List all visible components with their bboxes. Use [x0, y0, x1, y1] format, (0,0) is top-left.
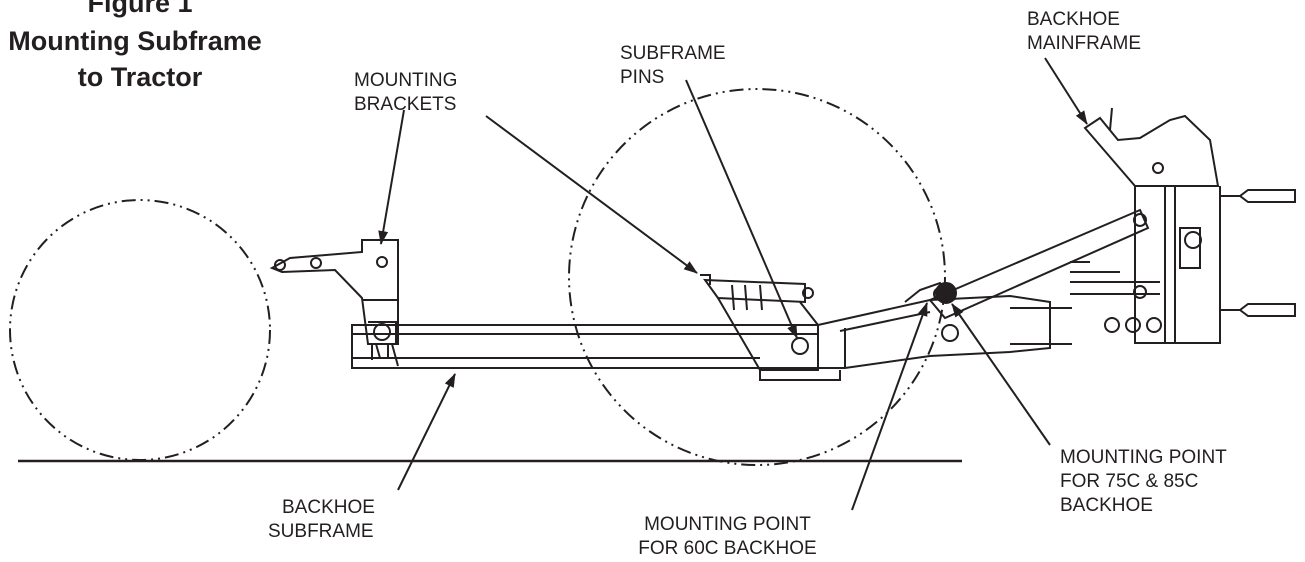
front-mounting-bracket: [269, 239, 399, 367]
figure-title-line-3: to Tractor: [77, 62, 203, 92]
subframe-pins-label-line-1: SUBFRAME: [620, 43, 726, 64]
front-tire-outline: [9, 199, 271, 461]
backhoe-subframe-beam: [351, 324, 819, 369]
subframe-pins-leader: [685, 79, 798, 339]
backhoe-subframe-label-line-1: BACKHOE: [282, 497, 375, 518]
backhoe-subframe-label-line-2: SUBFRAME: [268, 521, 374, 542]
backhoe-mainframe-label-line-2: MAINFRAME: [1027, 33, 1141, 54]
backhoe-subframe-leader: [397, 373, 456, 491]
figure-title-line-1: Figure 1: [87, 0, 193, 18]
subframe-rear-section: [817, 294, 1072, 369]
rear-tire-outline: [568, 88, 946, 466]
subframe-pins-label-line-2: PINS: [620, 67, 665, 88]
mounting-point-60c-leader: [851, 302, 928, 511]
mounting-point-75c-85c-label-line-3: BACKHOE: [1060, 495, 1153, 516]
mounting-point-75c-85c-leader: [951, 303, 1051, 446]
mounting-brackets-label-line-1: MOUNTING: [354, 70, 458, 91]
backhoe-mainframe-leader: [1044, 57, 1088, 125]
mounting-brackets-label-line-2: BRACKETS: [354, 94, 457, 115]
mounting-point-75c-85c-label-line-2: FOR 75C & 85C: [1060, 471, 1199, 492]
mounting-brackets-leader-front: [378, 109, 405, 245]
mainframe-arm: [904, 208, 1150, 320]
backhoe-mainframe: [1070, 107, 1296, 344]
mounting-point-60c-label-line-1: MOUNTING POINT: [644, 514, 811, 535]
mounting-point-60c-label-line-2: FOR 60C BACKHOE: [638, 538, 817, 559]
backhoe-mainframe-label-line-1: BACKHOE: [1027, 9, 1120, 30]
mounting-point-75c-85c-label-line-1: MOUNTING POINT: [1060, 447, 1227, 468]
center-mounting-bracket: [700, 274, 841, 381]
figure-title-line-2: Mounting Subframe: [8, 26, 262, 56]
mounting-brackets-leader-rear: [485, 115, 698, 274]
